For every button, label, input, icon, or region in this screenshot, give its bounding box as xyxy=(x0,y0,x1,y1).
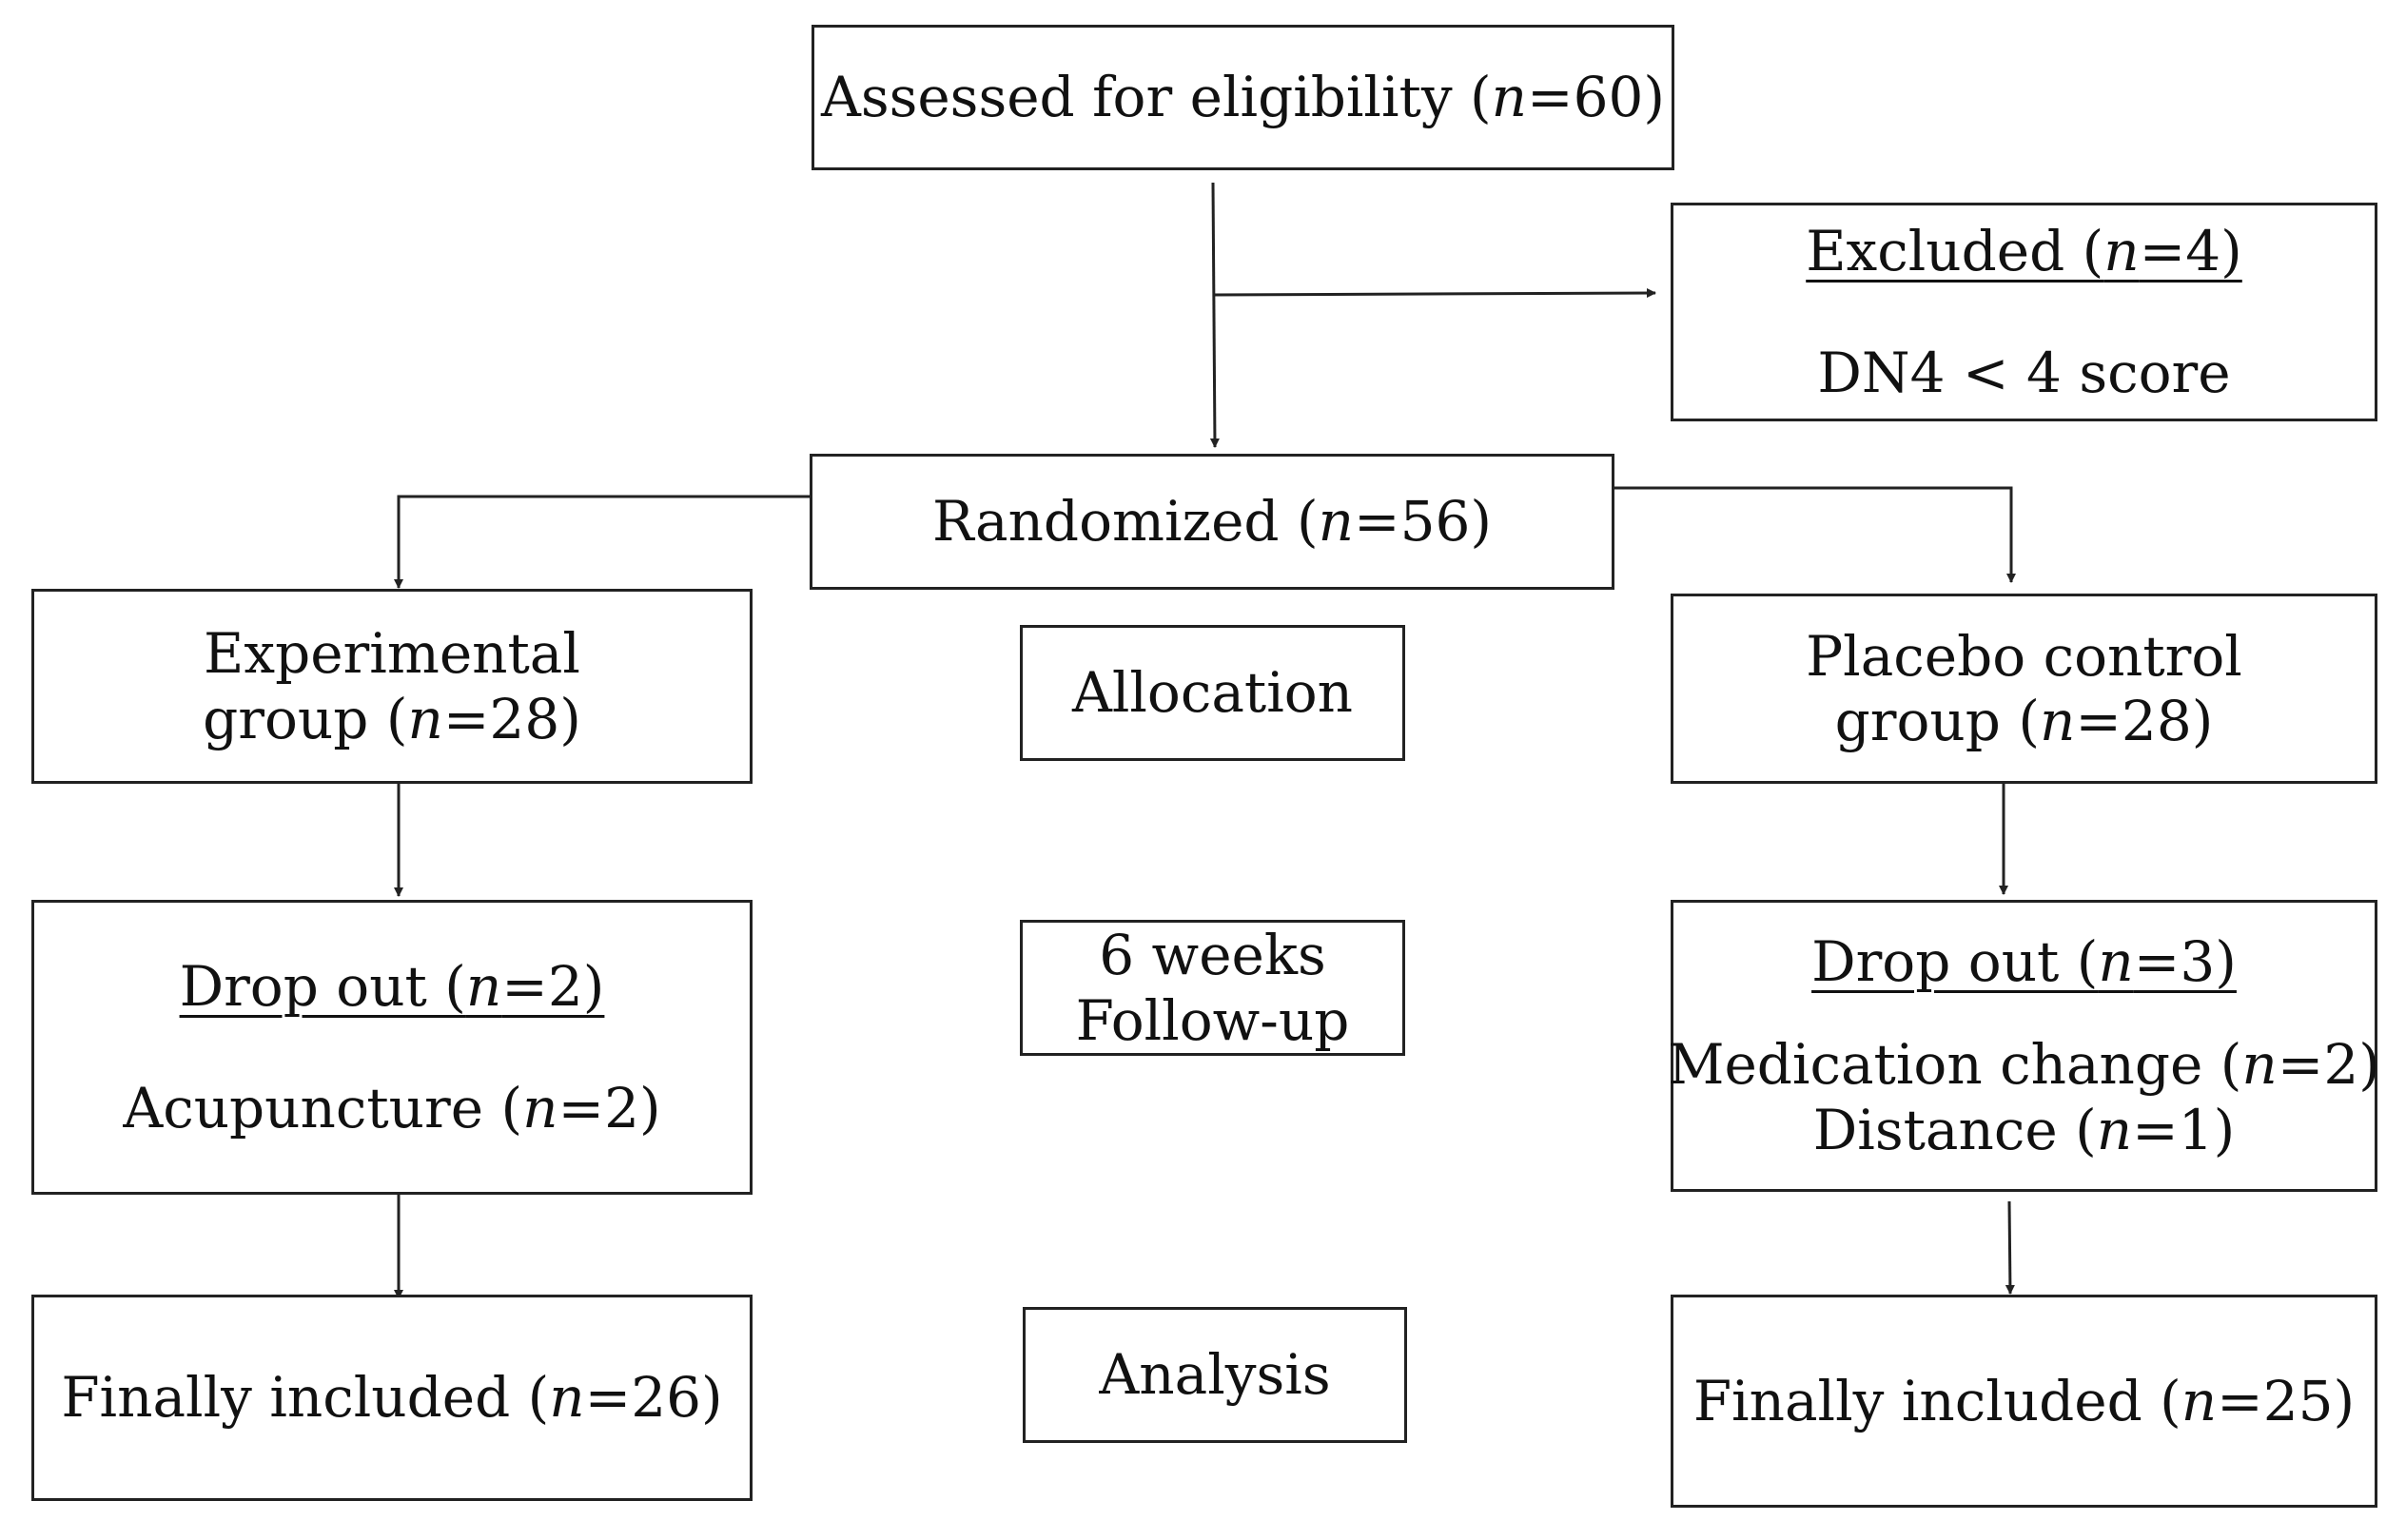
experimental-line2: group (n=28) xyxy=(203,686,581,751)
excluded-title: Excluded (n=4) xyxy=(1806,218,2242,283)
arrow-to-excluded xyxy=(1212,288,1656,299)
arrow-randomized-to-experimental xyxy=(394,495,811,589)
randomized-label: Randomized (n=56) xyxy=(932,489,1492,555)
placebo-group-box: Placebo control group (n=28) xyxy=(1671,594,2377,784)
experimental-group-box: Experimental group (n=28) xyxy=(31,589,753,784)
pla-dropout-title: Drop out (n=3) xyxy=(1811,928,2237,994)
excluded-box: Excluded (n=4) DN4 < 4 score xyxy=(1671,203,2377,421)
arrow-assessed-to-randomized xyxy=(1209,182,1220,448)
followup-line1: 6 weeks xyxy=(1099,923,1326,988)
exp-final-box: Finally included (n=26) xyxy=(31,1295,753,1501)
excluded-reason: DN4 < 4 score xyxy=(1817,341,2231,405)
arrow-randomized-to-placebo xyxy=(1614,486,2016,583)
pla-dropout-reason-2: Distance (n=1) xyxy=(1812,1097,2236,1162)
pla-final-box: Finally included (n=25) xyxy=(1671,1295,2377,1508)
randomized-box: Randomized (n=56) xyxy=(810,454,1614,590)
analysis-box: Analysis xyxy=(1023,1307,1407,1443)
analysis-label: Analysis xyxy=(1099,1342,1331,1408)
arrow-pla-dropout-to-final xyxy=(2005,1200,2015,1295)
pla-dropout-box: Drop out (n=3) Medication change (n=2) D… xyxy=(1668,900,2380,1192)
pla-dropout-reason-1: Medication change (n=2) xyxy=(1668,1032,2380,1098)
pla-final-label: Finally included (n=25) xyxy=(1692,1368,2356,1433)
followup-line2: Follow-up xyxy=(1075,987,1350,1053)
exp-dropout-reason: Acupuncture (n=2) xyxy=(123,1076,661,1140)
placebo-line1: Placebo control xyxy=(1806,623,2242,689)
allocation-label: Allocation xyxy=(1071,660,1354,726)
assessed-label: Assessed for eligibility (n=60) xyxy=(820,65,1666,130)
placebo-line2: group (n=28) xyxy=(1834,689,2214,753)
exp-final-label: Finally included (n=26) xyxy=(61,1365,723,1431)
followup-box: 6 weeks Follow-up xyxy=(1020,920,1405,1056)
assessed-box: Assessed for eligibility (n=60) xyxy=(812,25,1674,170)
experimental-line1: Experimental xyxy=(204,621,580,687)
exp-dropout-box: Drop out (n=2) Acupuncture (n=2) xyxy=(31,900,753,1195)
allocation-box: Allocation xyxy=(1020,625,1405,761)
exp-dropout-title: Drop out (n=2) xyxy=(179,953,605,1019)
